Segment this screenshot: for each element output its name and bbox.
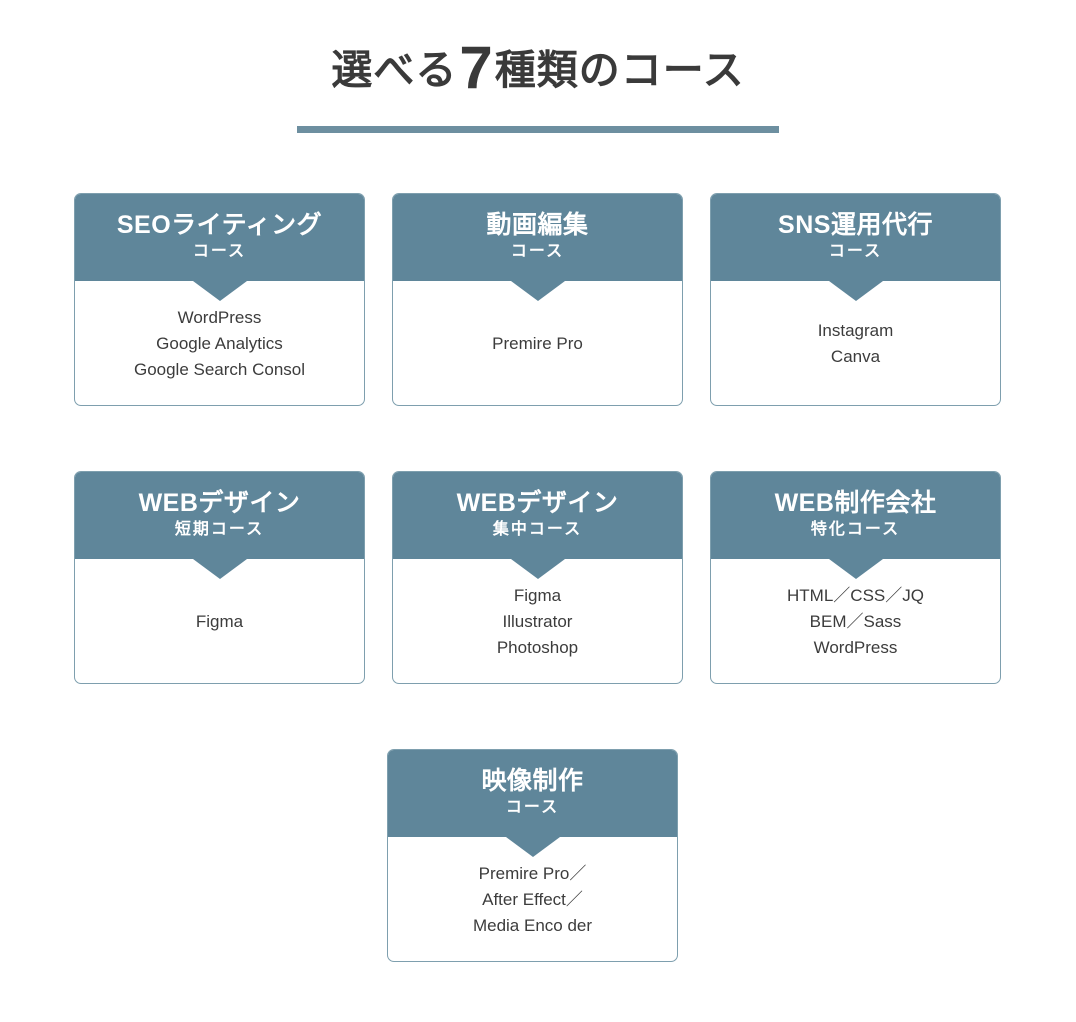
course-tool-item: Illustrator (502, 612, 573, 631)
course-tool-item: Google Analytics (156, 334, 283, 353)
course-card-title: SEOライティング (116, 211, 323, 239)
page-title-prefix: 選べる (331, 47, 458, 93)
course-count: 7 (459, 34, 493, 101)
course-card-body: Premire Pro／ After Effect／ Media Enco der (388, 837, 677, 961)
course-tool-item: BEM／Sass (809, 612, 902, 631)
page-title: 選べる7種類のコース (0, 38, 1076, 98)
page-heading: 選べる7種類のコース (0, 0, 1076, 133)
course-tool-item: Photoshop (496, 638, 579, 657)
course-card-title: WEBデザイン (456, 489, 619, 517)
course-card-header: WEB制作会社特化コース (711, 472, 1000, 579)
course-tool-item: WordPress (813, 638, 898, 657)
course-tool-item: Canva (830, 347, 881, 366)
course-card-body: Premire Pro (393, 281, 682, 405)
course-card-subtitle: コース (192, 242, 247, 260)
course-tool-item: Premire Pro (492, 334, 583, 353)
course-card[interactable]: 動画編集コース Premire Pro (392, 193, 683, 406)
course-card-title: WEB制作会社 (774, 489, 937, 517)
course-tool-item: Premire Pro／ (478, 864, 587, 883)
course-card[interactable]: WEBデザイン短期コース Figma (74, 471, 365, 684)
course-card-title: WEBデザイン (138, 489, 301, 517)
course-card-subtitle: コース (510, 242, 565, 260)
course-card-title: 映像制作 (481, 767, 584, 795)
course-card[interactable]: 映像制作コース Premire Pro／ After Effect／ Media En… (387, 749, 678, 962)
course-card-header: SNS運用代行コース (711, 194, 1000, 301)
course-card-header: 映像制作コース (388, 750, 677, 857)
page-title-suffix: 種類のコース (494, 47, 745, 93)
heading-underline (297, 126, 779, 133)
course-card-header: WEBデザイン短期コース (75, 472, 364, 579)
course-tool-item: After Effect／ (482, 890, 583, 909)
course-tool-item: Google Search Consol (133, 360, 306, 379)
course-card-title: SNS運用代行 (778, 211, 933, 239)
course-card-title: 動画編集 (486, 211, 589, 239)
course-tool-item: Figma (513, 586, 562, 605)
course-tool-item: Figma (195, 612, 244, 631)
course-tool-item: WordPress (177, 308, 262, 327)
course-card-header: SEOライティングコース (75, 194, 364, 301)
course-tool-item: HTML／CSS／JQ (787, 586, 924, 605)
course-card-subtitle: 集中コース (492, 520, 583, 538)
course-tool-item: Media Enco der (472, 916, 593, 935)
course-card-subtitle: コース (505, 798, 560, 816)
course-card-subtitle: 短期コース (174, 520, 265, 538)
course-card-body: Figma (75, 559, 364, 683)
course-card-header: WEBデザイン集中コース (393, 472, 682, 579)
course-card-subtitle: 特化コース (810, 520, 901, 538)
course-tool-item: Instagram (817, 321, 894, 340)
course-card-subtitle: コース (828, 242, 883, 260)
course-card-header: 動画編集コース (393, 194, 682, 301)
